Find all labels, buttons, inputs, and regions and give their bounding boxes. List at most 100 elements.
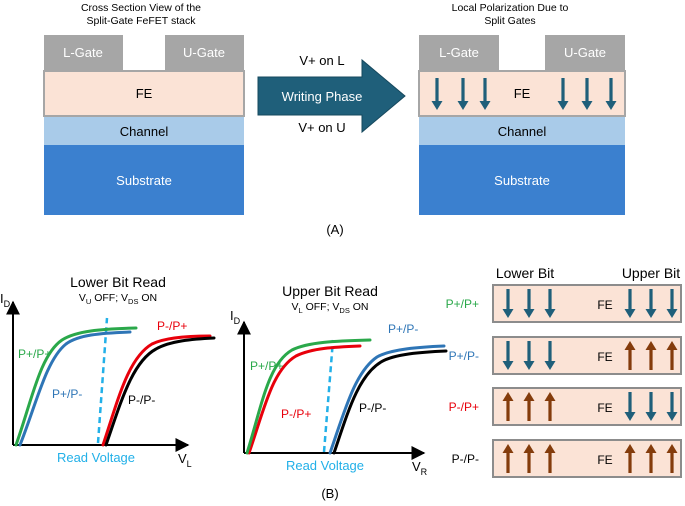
arrow-top-text: V+ on L [299,53,344,68]
lower-plot-title: Lower Bit Read [70,274,166,290]
left-channel-layer [44,117,244,145]
fe-polarization-down-arrow-4 [557,78,569,110]
left-substrate-label: Substrate [116,173,172,188]
lower-curve-pm-pp [101,334,212,447]
fe-polarization-down-arrow-6 [605,78,617,110]
right-channel-label: Channel [498,124,547,139]
upper-bit-down-arrow [624,289,636,318]
lower-label-pp-pm: P+/P- [52,387,82,401]
panel-b: Lower Bit Read VU OFF; VDS ON ID VL Read… [0,265,682,501]
lower-curve-pp-pm [18,330,132,447]
upper-label-pp-pm: P+/P- [388,322,418,336]
state-row-fe-label: FE [597,453,612,467]
lower-bit-down-arrow [544,341,556,370]
lower-bit-down-arrow [523,341,535,370]
right-ugate-label: U-Gate [564,45,606,60]
lower-bit-read-plot: Lower Bit Read VU OFF; VDS ON ID VL Read… [0,274,216,469]
lower-plot-x-label: VL [178,451,192,469]
upper-bit-down-arrow [666,289,678,318]
lower-bit-up-arrow [502,392,514,421]
state-row-fe-label: FE [597,350,612,364]
lower-bit-up-arrow [523,444,535,473]
right-lgate-label: L-Gate [439,45,479,60]
lower-plot-curves [14,326,216,447]
lower-label-pm-pm: P-/P- [128,393,155,407]
upper-plot-condition: VL OFF; VDS ON [291,301,368,315]
upper-bit-down-arrow [666,392,678,421]
upper-bit-up-arrow [645,341,657,370]
fe-polarization-down-arrow-2 [457,78,469,110]
left-ugate-label: U-Gate [183,45,225,60]
right-lgate [419,35,499,71]
panel-a-caption: (A) [326,222,343,237]
state-row-fe-box [492,284,682,323]
lower-bit-down-arrow [502,341,514,370]
lower-bit-down-arrow [544,289,556,318]
state-row-label: P+/P- [449,349,479,363]
lower-bit-down-arrow [523,289,535,318]
state-rows: P+/P+ FE P+/P- FE P-/P+FE P-/P-FE [446,284,682,478]
writing-phase-arrow: V+ on L Writing Phase V+ on U [257,53,406,135]
panel-b-caption: (B) [321,486,338,501]
lower-bit-up-arrow [523,392,535,421]
right-channel-layer [419,117,625,145]
upper-bit-up-arrow [666,341,678,370]
right-substrate-layer [419,145,625,215]
state-row-label: P+/P+ [446,297,479,311]
upper-label-pm-pm: P-/P- [359,401,386,415]
right-substrate-label: Substrate [494,173,550,188]
lower-plot-condition: VU OFF; VDS ON [79,292,157,306]
right-stack-title-line1: Local Polarization Due to [452,2,569,14]
lower-bit-up-arrow [502,444,514,473]
upper-bit-up-arrow [624,341,636,370]
left-lgate-label: L-Gate [63,45,103,60]
upper-plot-x-label: VR [412,459,428,477]
right-fe-label: FE [514,86,531,101]
upper-plot-read-voltage-line [322,339,335,453]
lower-bit-up-arrow [544,392,556,421]
upper-plot-curves [245,338,448,455]
right-stack: Local Polarization Due to Split Gates L-… [418,2,626,215]
fe-polarization-down-arrow-3 [479,78,491,110]
panel-a: Cross Section View of the Split-Gate FeF… [43,2,626,237]
right-stack-title-line2: Split Gates [484,15,535,27]
state-row-fe-box [492,336,682,375]
upper-bit-header: Upper Bit [622,265,680,281]
fe-polarization-down-arrow-1 [431,78,443,110]
lower-plot-read-voltage-label: Read Voltage [57,450,135,465]
upper-bit-up-arrow [666,444,678,473]
lower-label-pm-pp: P-/P+ [157,319,187,333]
right-ugate [545,35,625,71]
left-stack: Cross Section View of the Split-Gate FeF… [43,2,245,215]
upper-bit-down-arrow [645,289,657,318]
lower-plot-read-voltage-line [96,317,109,444]
arrow-bottom-text: V+ on U [298,120,345,135]
lower-curve-pp-pp [14,326,138,447]
upper-curve-pm-pp [247,344,362,455]
writing-phase-arrow-shape [257,58,406,134]
right-fe-polarization-arrows [431,78,617,110]
upper-curve-pm-pm [332,349,448,455]
upper-bit-up-arrow [624,444,636,473]
lower-label-pp-pp: P+/P+ [18,347,51,361]
state-row: P-/P-FE [452,439,682,478]
left-ugate [165,35,244,71]
upper-bit-read-plot: Upper Bit Read VL OFF; VDS ON ID VR Read… [230,283,448,477]
upper-plot-read-voltage-label: Read Voltage [286,458,364,473]
left-stack-title-line2: Split-Gate FeFET stack [87,15,197,27]
left-channel-label: Channel [120,124,169,139]
upper-curve-pp-pp [245,338,372,455]
state-row-fe-box [492,439,682,478]
lower-bit-header: Lower Bit [496,265,554,281]
lower-bit-down-arrow [502,289,514,318]
upper-plot-title: Upper Bit Read [282,283,378,299]
state-row-fe-label: FE [597,298,612,312]
lower-curve-pm-pm [104,336,216,447]
state-row: P+/P+ FE [446,284,682,323]
right-fe-layer [418,70,626,117]
left-fe-layer [43,70,245,117]
state-row: P-/P+FE [449,387,682,426]
upper-curve-pp-pm [328,344,446,455]
left-stack-title-line1: Cross Section View of the [81,2,201,14]
